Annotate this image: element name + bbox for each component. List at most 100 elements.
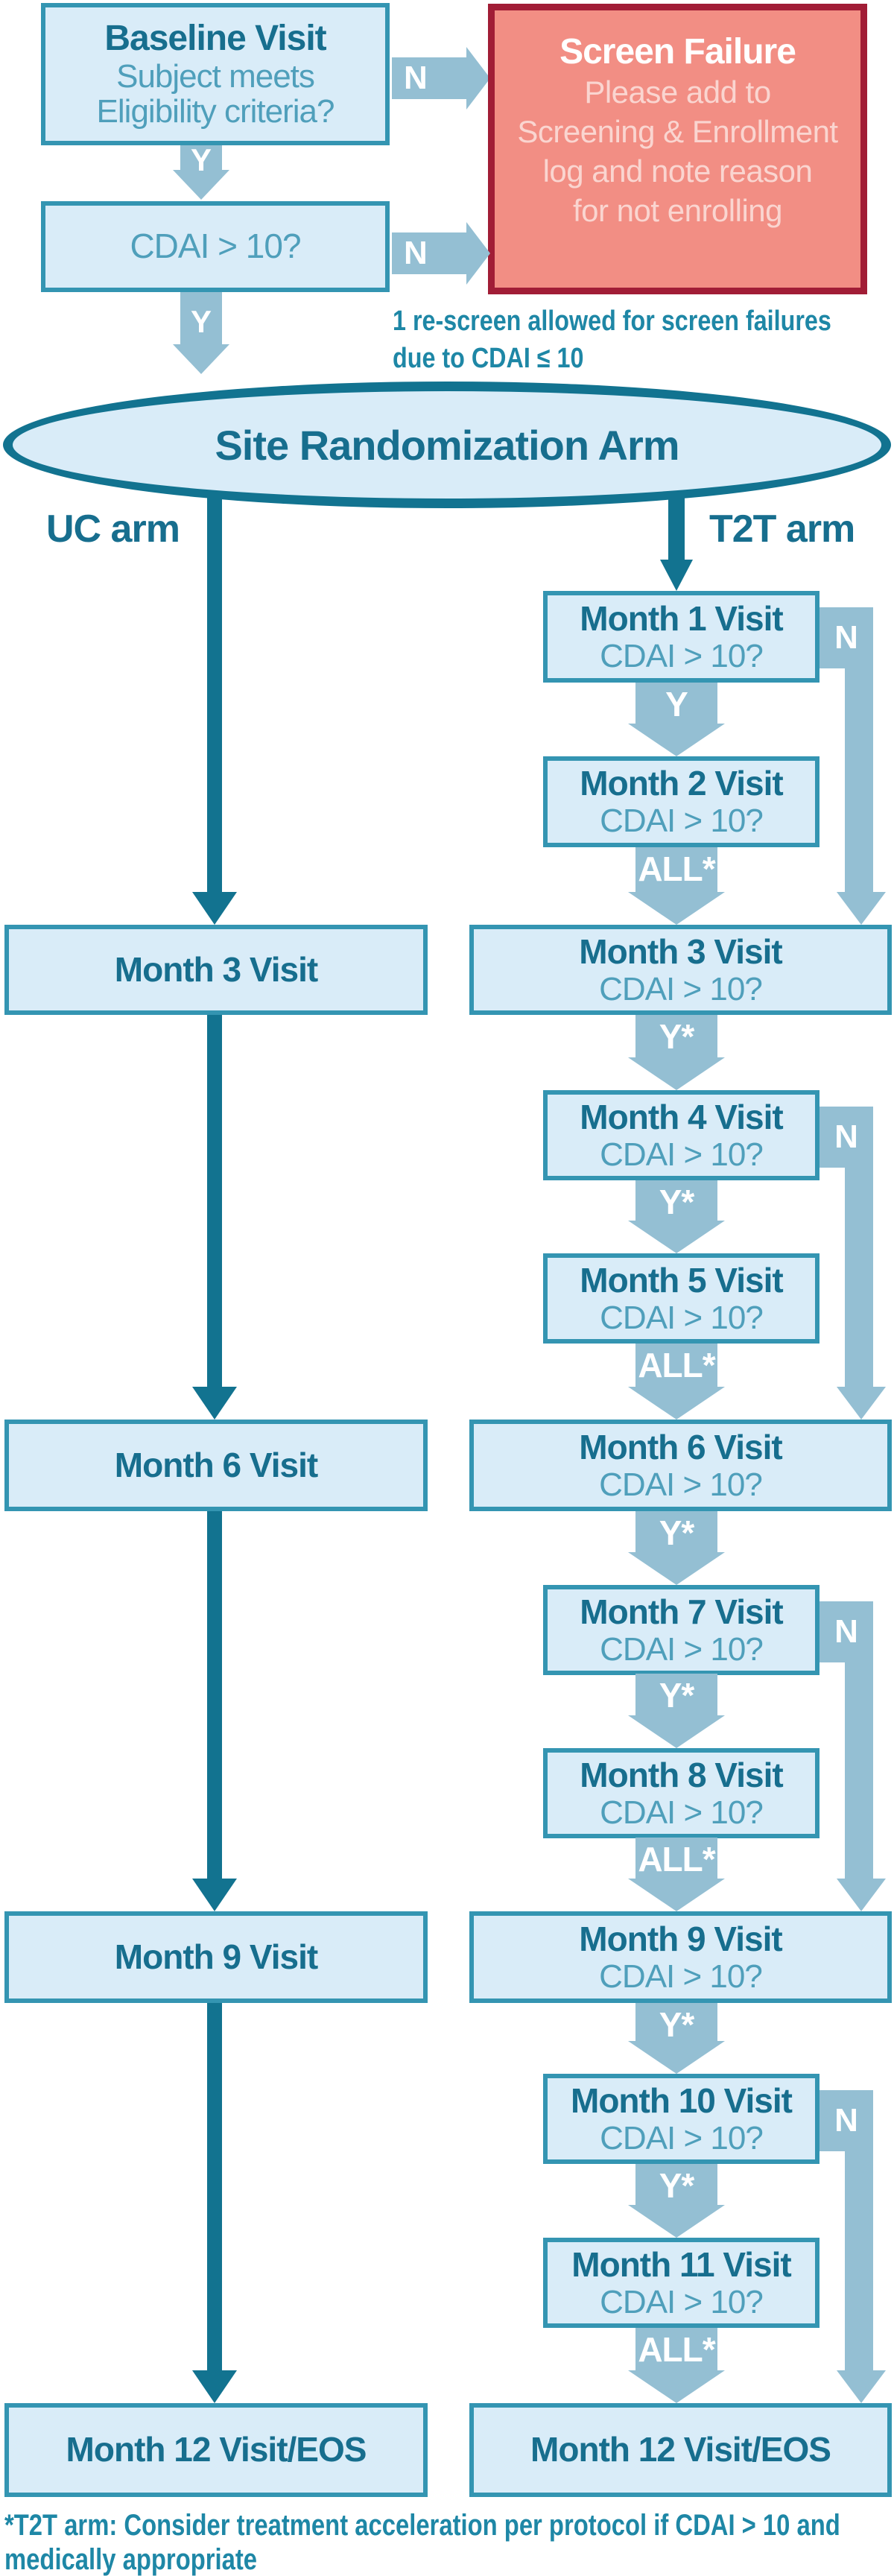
cdai-question: CDAI > 10? (600, 1136, 764, 1173)
no-tab: N (820, 1601, 873, 1662)
cdai-question: CDAI > 10? (600, 1299, 764, 1336)
arrow-stem (635, 847, 717, 892)
yes-arrow-cdai-to-randomization: Y (173, 292, 229, 374)
screen-failure-box: Screen Failure Please add to Screening &… (488, 4, 867, 294)
t2t-month-6-box: Month 6 Visit CDAI > 10? (469, 1420, 892, 1511)
cdai-question: CDAI > 10? (599, 1466, 763, 1503)
arrow-head-down-icon (192, 892, 237, 925)
cdai-question: CDAI > 10? (600, 1794, 764, 1831)
arrow-label: ALL* (638, 1346, 715, 1384)
n-escape-arrow-month10-to-month12: N (820, 2090, 890, 2403)
arrow-label: Y (665, 685, 688, 724)
arrow-head-down-icon (628, 1879, 725, 1911)
arrow-stem (392, 57, 466, 99)
arrow-head-down-icon (660, 560, 693, 591)
arrow-head-down-icon (628, 1387, 725, 1420)
yes-label: Y (190, 304, 212, 339)
t2t-month-12-title: Month 12 Visit/EOS (530, 2430, 831, 2469)
t2t-month-2-box: Month 2 Visit CDAI > 10? (543, 756, 820, 847)
arrow-head-down-icon (173, 170, 229, 200)
cdai-question: CDAI > 10? (600, 2283, 764, 2320)
arrow-head-down-icon (628, 2041, 725, 2074)
screen-failure-title: Screen Failure (559, 32, 796, 72)
arrow-head-right-icon (466, 47, 490, 110)
t2t-month-2-title: Month 2 Visit (580, 764, 783, 803)
t2t-month-9-box: Month 9 Visit CDAI > 10? (469, 1911, 892, 2003)
arrow-month7-to-month8: Y* (628, 1674, 725, 1748)
arrow-stem (207, 2003, 222, 2370)
uc-arrow-to-month3 (192, 496, 237, 925)
screen-failure-line: for not enrolling (572, 193, 783, 228)
arrow-label: Y* (659, 1676, 695, 1715)
no-tab: N (820, 1107, 873, 1168)
arrow-head-down-icon (192, 2370, 237, 2403)
rescreen-note-line1: 1 re-screen allowed for screen failures (393, 306, 831, 337)
uc-month-3-title: Month 3 Visit (114, 949, 318, 989)
arrow-month10-to-month11: Y* (628, 2164, 725, 2238)
cdai-question: CDAI > 10? (599, 970, 763, 1007)
t2t-month-8-box: Month 8 Visit CDAI > 10? (543, 1748, 820, 1838)
uc-month-9-title: Month 9 Visit (114, 1937, 318, 1976)
cdai-question: CDAI > 10? (599, 1958, 763, 1995)
uc-arm-label: UC arm (46, 507, 180, 551)
t2t-month-5-title: Month 5 Visit (580, 1260, 783, 1300)
arrow-head-down-icon (837, 892, 886, 925)
arrow-label: Y* (659, 1183, 695, 1221)
t2t-month-5-box: Month 5 Visit CDAI > 10? (543, 1253, 820, 1344)
arrow-head-down-icon (837, 1879, 886, 1911)
arrow-head-down-icon (628, 1057, 725, 1090)
uc-arrow-to-month12 (192, 2003, 237, 2403)
arrow-head-down-icon (628, 1552, 725, 1585)
yes-label: Y (190, 142, 212, 177)
no-tab: N (820, 2090, 873, 2151)
rescreen-note-line2: due to CDAI ≤ 10 (393, 343, 584, 374)
t2t-month-3-box: Month 3 Visit CDAI > 10? (469, 925, 892, 1015)
rescreen-note: 1 re-screen allowed for screen failures … (393, 303, 831, 377)
no-label: N (834, 1613, 858, 1650)
uc-month-12-title: Month 12 Visit/EOS (66, 2430, 367, 2469)
arrow-month2-to-month3: ALL* (628, 847, 725, 925)
t2t-month-7-title: Month 7 Visit (580, 1592, 783, 1631)
no-label: N (834, 2102, 858, 2139)
cdai-screening-question: CDAI > 10? (130, 227, 301, 266)
uc-month-6-title: Month 6 Visit (114, 1445, 318, 1484)
cdai-question: CDAI > 10? (600, 637, 764, 674)
n-escape-arrow-month4-to-month6: N (820, 1107, 890, 1420)
t2t-month-3-title: Month 3 Visit (579, 931, 782, 971)
t2t-month-1-box: Month 1 Visit CDAI > 10? (543, 591, 820, 683)
arrow-head-down-icon (628, 2205, 725, 2238)
arrow-stem (635, 1180, 717, 1221)
arrow-head-down-icon (628, 892, 725, 925)
baseline-question-line1: Subject meets (116, 57, 315, 95)
t2t-month-6-title: Month 6 Visit (579, 1427, 782, 1466)
t2t-month-7-box: Month 7 Visit CDAI > 10? (543, 1585, 820, 1675)
t2t-arm-label: T2T arm (709, 507, 855, 551)
arrow-stem (635, 1511, 717, 1552)
arrow-stem (668, 498, 685, 560)
cdai-screening-box: CDAI > 10? (41, 201, 390, 292)
arrow-month8-to-month9: ALL* (628, 1838, 725, 1911)
arrow-head-down-icon (837, 1387, 886, 1420)
t2t-month-4-box: Month 4 Visit CDAI > 10? (543, 1090, 820, 1180)
arrow-stem (207, 1511, 222, 1879)
arrow-stem (635, 1015, 717, 1057)
cdai-question: CDAI > 10? (600, 803, 764, 839)
arrow-label: Y* (659, 2166, 695, 2205)
arrow-label: ALL* (638, 1840, 715, 1879)
uc-month-3-box: Month 3 Visit (4, 925, 428, 1015)
arrow-head-down-icon (628, 724, 725, 756)
uc-month-6-box: Month 6 Visit (4, 1420, 428, 1511)
n-escape-arrow-month7-to-month9: N (820, 1601, 890, 1911)
baseline-visit-box: Baseline Visit Subject meets Eligibility… (41, 3, 390, 145)
arrow-stem (207, 496, 222, 892)
screen-failure-line: log and note reason (542, 154, 813, 189)
baseline-visit-title: Baseline Visit (104, 19, 326, 59)
t2t-month-10-box: Month 10 Visit CDAI > 10? (543, 2074, 820, 2164)
arrow-stem (207, 1015, 222, 1387)
uc-arrow-to-month6 (192, 1015, 237, 1420)
no-label: N (404, 235, 428, 271)
no-arrow-baseline-to-screen-failure: N (392, 47, 490, 110)
arrow-label: ALL* (638, 849, 715, 888)
t2t-month-1-title: Month 1 Visit (580, 598, 783, 638)
